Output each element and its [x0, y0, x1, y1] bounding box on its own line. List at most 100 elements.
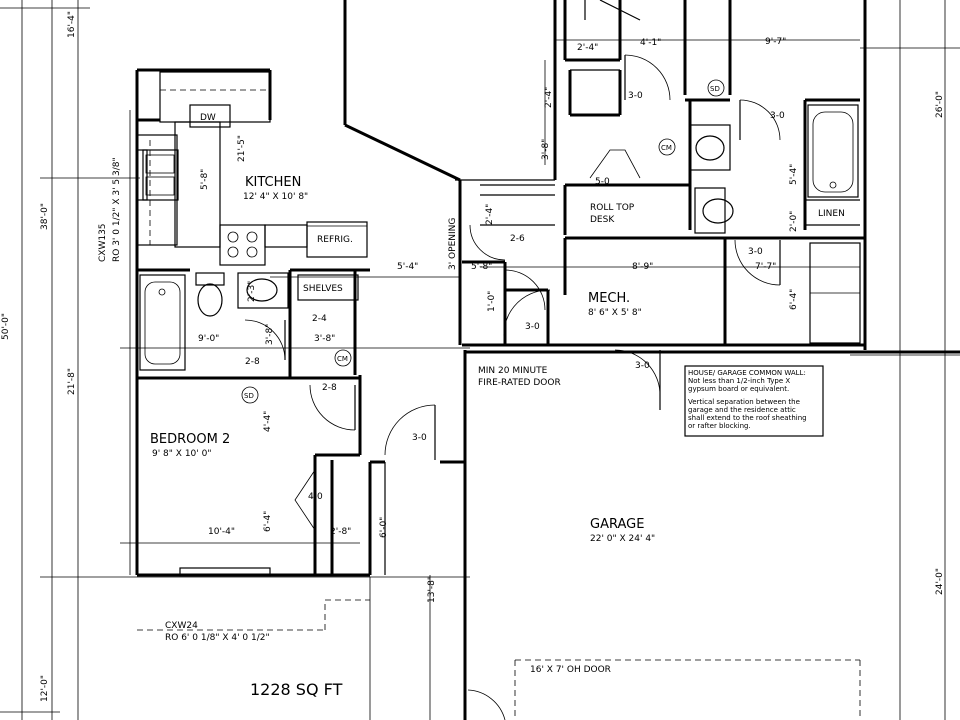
lavatory-icon	[246, 278, 278, 302]
dim-4-1: 4'-1"	[640, 38, 661, 48]
note-line-6: shall extend to the roof sheathing	[688, 414, 807, 422]
bedroom-window-label-1: CXW24	[165, 621, 198, 631]
bath-fixtures	[139, 104, 861, 371]
fire-door-label-1: MIN 20 MINUTE	[478, 366, 548, 376]
mech-name: MECH.	[588, 291, 630, 306]
bathtub-right-icon	[807, 104, 859, 198]
dim-5-8: 5'-8"	[200, 169, 210, 190]
shelves	[297, 274, 359, 301]
oh-door-label: 16' X 7' OH DOOR	[530, 665, 611, 675]
roll-top-desk-label-2: DESK	[590, 215, 615, 225]
dim-3-0-c: 3-0	[748, 247, 763, 257]
dim-21-5: 21'-5"	[237, 135, 247, 162]
toilet-right-icon	[702, 198, 734, 224]
sd-label-2: SD	[244, 392, 254, 400]
note-line-5: garage and the residence attic	[688, 406, 796, 414]
smoke-detector-icon-2	[241, 386, 259, 404]
dim-2-3: 2'-3"	[247, 281, 257, 302]
toilet-icon	[197, 283, 223, 317]
dim-12-0: 12'-0"	[40, 675, 50, 702]
dim-2-4-a: 2'-4"	[577, 43, 598, 53]
note-line-3: gypsum board or equivalent.	[688, 385, 789, 393]
dim-5-0: 5-0	[595, 177, 610, 187]
smoke-detector-icon	[707, 79, 725, 97]
dim-2-8-a: 2-8	[245, 357, 260, 367]
mech-size: 8' 6" X 5' 8"	[588, 308, 642, 318]
general-labels: MIN 20 MINUTE FIRE-RATED DOOR 3' OPENING…	[98, 157, 611, 699]
dim-3-0-a: 3-0	[628, 91, 643, 101]
dim-3-0-d: 3-0	[525, 322, 540, 332]
bedroom-window-label-2: RO 6' 0 1/8" X 4' 0 1/2"	[165, 633, 270, 643]
garage-name: GARAGE	[590, 517, 644, 532]
dim-3-8-a: 3'-8"	[541, 139, 551, 160]
sink-icon	[142, 149, 179, 201]
bedroom2-name: BEDROOM 2	[150, 432, 230, 447]
range-icon	[219, 224, 266, 266]
dim-6-4-b: 6'-4"	[263, 511, 273, 532]
dim-3-0-e: 3-0	[635, 361, 650, 371]
dim-9-7: 9'-7"	[765, 37, 786, 47]
dim-2-4-c: 2'-4"	[485, 204, 495, 225]
room-labels: KITCHEN 12' 4" X 10' 8" BEDROOM 2 9' 8" …	[150, 175, 655, 544]
refrigerator-label: REFRIG.	[317, 235, 353, 245]
dishwasher-label: DW	[200, 113, 216, 123]
note-line-1: HOUSE/ GARAGE COMMON WALL:	[688, 369, 806, 377]
cm-label-2: CM	[337, 355, 348, 363]
dim-2-0-a: 2'-0"	[789, 211, 799, 232]
toilet-tank-icon	[195, 272, 225, 286]
dim-5-4: 5'-4"	[789, 164, 799, 185]
kitchen-name: KITCHEN	[245, 175, 301, 190]
kitchen-size: 12' 4" X 10' 8"	[243, 192, 308, 202]
kitchen-casework	[136, 71, 368, 301]
dim-50-0: 50'-0"	[1, 313, 11, 340]
dim-2-8-c: 2'-8"	[330, 527, 351, 537]
fixture-labels: DW REFRIG. SHELVES ROLL TOP DESK LINEN C…	[200, 79, 845, 404]
fire-door-label-2: FIRE-RATED DOOR	[478, 378, 561, 388]
dim-16-4: 16'-4"	[67, 11, 77, 38]
dim-3-8-c: 3'-8"	[314, 334, 335, 344]
square-footage: 1228 SQ FT	[250, 680, 343, 699]
dim-5-8-b: 5'-8"	[471, 262, 492, 272]
dim-6-4: 6'-4"	[789, 289, 799, 310]
dim-1-0: 1'-0"	[487, 291, 497, 312]
cm-icon-2	[334, 349, 352, 367]
dim-26-0: 26'-0"	[935, 91, 945, 118]
dim-6-0: 6'-0"	[379, 517, 389, 538]
kitchen-window-label-1: CXW135	[98, 223, 108, 262]
linen-label: LINEN	[818, 209, 845, 219]
lavatory-right-icon	[695, 135, 725, 161]
dim-3-8-b: 3'-8"	[265, 324, 275, 345]
dim-4-0: 4-0	[308, 492, 323, 502]
cm-label-1: CM	[661, 144, 672, 152]
refrigerator	[306, 221, 368, 258]
bathtub-icon	[139, 274, 186, 371]
dim-2-4-d: 2-4	[312, 314, 327, 324]
dim-21-8: 21'-8"	[67, 368, 77, 395]
roll-top-desk-label-1: ROLL TOP	[590, 203, 635, 213]
note-line-2: Not less than 1/2-inch Type X	[688, 377, 790, 385]
dim-8-9: 8'-9"	[632, 262, 653, 272]
dim-10-4: 10'-4"	[208, 527, 235, 537]
note-line-7: or rafter blocking.	[688, 422, 751, 430]
dim-2-6: 2-6	[510, 234, 525, 244]
dim-38-0: 38'-0"	[40, 203, 50, 230]
dim-4-4: 4'-4"	[263, 411, 273, 432]
doors	[244, 54, 781, 720]
note-line-4: Vertical separation between the	[688, 398, 800, 406]
cm-icon	[658, 138, 676, 156]
opening-label: 3' OPENING	[448, 218, 458, 270]
dim-24-0: 24'-0"	[935, 568, 945, 595]
dim-3-0-b: 3-0	[770, 111, 785, 121]
sd-label-1: SD	[710, 85, 720, 93]
dimension-texts: 16'-4" 38'-0" 50'-0" 21'-8" 12'-0" 26'-0…	[1, 11, 945, 702]
bedroom2-size: 9' 8" X 10' 0"	[152, 449, 211, 459]
dim-9-0: 9'-0"	[198, 334, 219, 344]
dim-13-8: 13'-8"	[427, 576, 437, 603]
kitchen-window-label-2: RO 3' 0 1/2" X 3' 5 3/8"	[112, 157, 122, 262]
dim-2-4-b: 2'-4"	[544, 87, 554, 108]
dim-3-0-f: 3-0	[412, 433, 427, 443]
garage-wall-note: HOUSE/ GARAGE COMMON WALL: Not less than…	[684, 365, 824, 437]
dim-5-4-b: 5'-4"	[397, 262, 418, 272]
